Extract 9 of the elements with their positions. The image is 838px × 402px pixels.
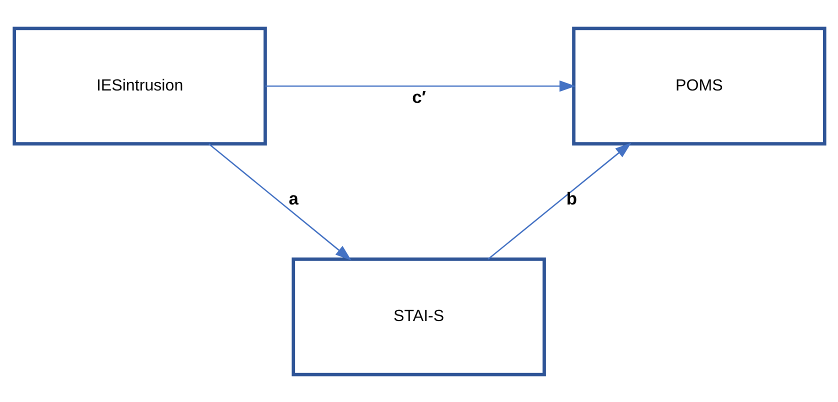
node-box: IESintrusion [12,26,266,145]
arrow [208,142,351,260]
arrow [487,142,631,260]
edge-label: c′ [412,86,426,106]
edge-label: a [288,188,298,208]
node-box: POMS [572,26,826,145]
arrow [264,80,576,92]
edge-label: b [566,188,577,208]
node-box: STAI-S [291,257,546,376]
